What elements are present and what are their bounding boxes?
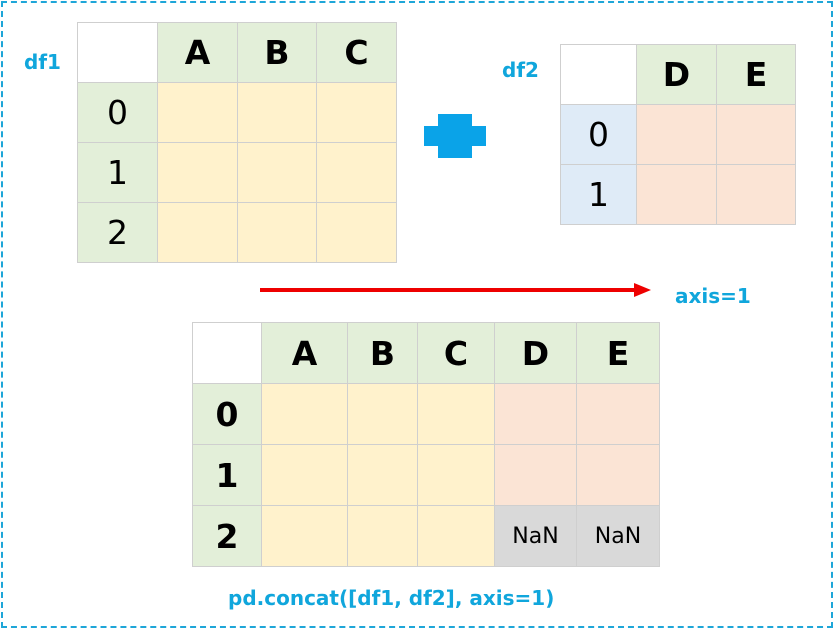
df2-table: D E 0 1 [560,44,796,225]
df2-data-cell [716,164,796,225]
df2-index-cell: 1 [560,164,637,225]
df1-data-cell [237,202,317,263]
df1-data-cell [237,142,317,203]
df2-header-row: D E [560,44,796,105]
df1-table: A B C 0 1 2 [77,22,397,263]
df1-corner [77,22,158,83]
axis-label: axis=1 [675,284,751,308]
df1-index-cell: 2 [77,202,158,263]
result-data-cell [576,444,660,506]
df1-row: 0 [77,82,397,143]
result-data-cell [347,505,418,567]
result-col-header: A [261,322,348,384]
df2-col-header: E [716,44,796,105]
result-data-cell [261,383,348,445]
result-data-cell [417,444,495,506]
df1-data-cell [157,82,238,143]
result-data-cell [261,444,348,506]
df2-data-cell [636,104,717,165]
df2-row: 0 [560,104,796,165]
arrow-right-icon [260,283,651,297]
df1-col-header: B [237,22,317,83]
result-data-cell [347,444,418,506]
df2-col-header: D [636,44,717,105]
df1-row: 1 [77,142,397,203]
result-col-header: D [494,322,577,384]
df1-label: df1 [24,50,61,74]
result-col-header: C [417,322,495,384]
result-index-cell: 0 [192,383,262,445]
df1-data-cell [316,202,397,263]
result-corner [192,322,262,384]
df1-data-cell [237,82,317,143]
df1-data-cell [316,82,397,143]
df2-index-cell: 0 [560,104,637,165]
result-header-row: A B C D E [192,322,660,384]
result-index-cell: 1 [192,444,262,506]
df2-label: df2 [502,58,539,82]
code-caption: pd.concat([df1, df2], axis=1) [228,586,555,610]
result-data-cell [494,383,577,445]
result-index-cell: 2 [192,505,262,567]
result-row: 0 [192,383,660,445]
df1-index-cell: 0 [77,82,158,143]
result-data-cell [417,383,495,445]
plus-icon [424,114,486,158]
result-nan-cell: NaN [576,505,660,567]
result-nan-cell: NaN [494,505,577,567]
df1-col-header: C [316,22,397,83]
df1-data-cell [157,142,238,203]
df1-index-cell: 1 [77,142,158,203]
result-row: 2 NaN NaN [192,505,660,567]
result-data-cell [347,383,418,445]
result-table: A B C D E 0 1 2 NaN NaN [192,322,660,567]
df1-col-header: A [157,22,238,83]
result-data-cell [494,444,577,506]
df1-data-cell [157,202,238,263]
result-col-header: E [576,322,660,384]
result-data-cell [261,505,348,567]
df1-data-cell [316,142,397,203]
result-data-cell [417,505,495,567]
df1-row: 2 [77,202,397,263]
result-data-cell [576,383,660,445]
df2-data-cell [636,164,717,225]
df2-data-cell [716,104,796,165]
df2-row: 1 [560,164,796,225]
result-row: 1 [192,444,660,506]
df2-corner [560,44,637,105]
result-col-header: B [347,322,418,384]
df1-header-row: A B C [77,22,397,83]
